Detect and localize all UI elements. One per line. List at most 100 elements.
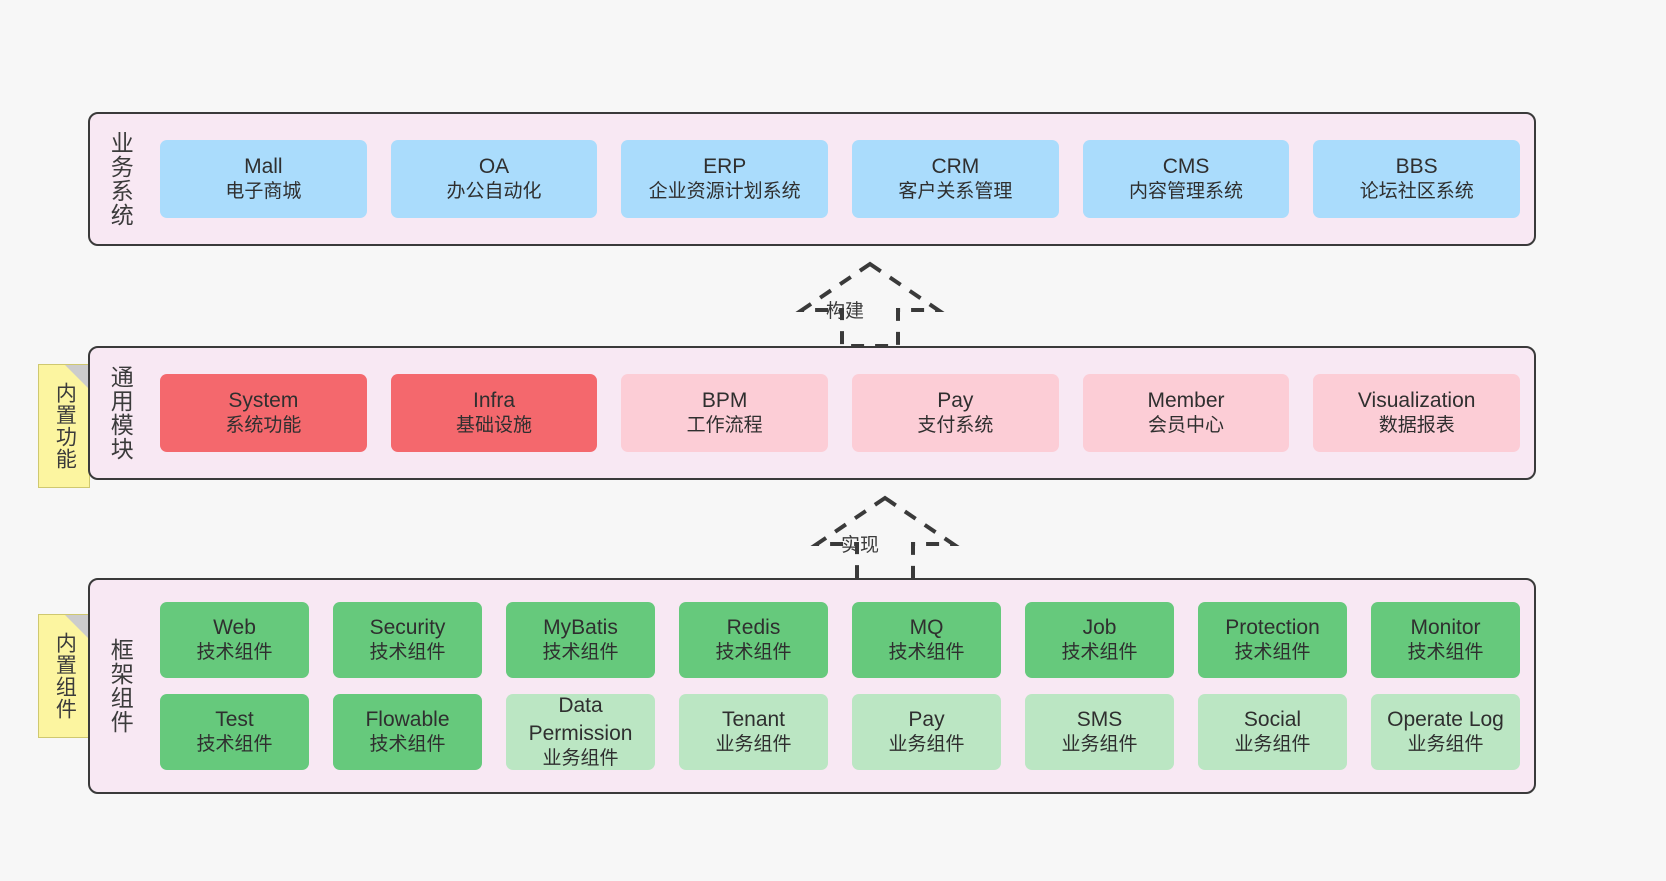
card-tenant-subtitle: 业务组件 [715,734,792,756]
card-tenant[interactable]: Tenant 业务组件 [679,694,828,770]
card-operate-log-title: Operate Log [1387,708,1504,731]
arrow-implement-label: 实现 [841,535,880,556]
sticky-note-builtin-function-label: 内置功能 [53,382,77,470]
card-security-subtitle: 技术组件 [369,642,446,664]
layer-body-common-module: System 系统功能 Infra 基础设施 BPM 工作流程 Pay 支付系统… [146,348,1534,478]
card-security[interactable]: Security 技术组件 [333,602,482,678]
card-member-title: Member [1147,389,1225,412]
card-redis-title: Redis [726,616,781,639]
card-flowable[interactable]: Flowable 技术组件 [333,694,482,770]
arrow-build: 构建 [795,258,945,350]
card-tenant-title: Tenant [721,708,786,731]
card-system-title: System [228,389,299,412]
card-pay-component-title: Pay [908,708,945,731]
card-cms[interactable]: CMS 内容管理系统 [1082,140,1290,218]
card-mybatis[interactable]: MyBatis 技术组件 [506,602,655,678]
card-crm-subtitle: 客户关系管理 [898,181,1013,203]
card-infra-subtitle: 基础设施 [456,415,533,437]
layer-body-business-system: Mall 电子商城 OA 办公自动化 ERP 企业资源计划系统 CRM 客户关系… [146,114,1534,244]
card-oa-title: OA [478,155,510,178]
card-sms-title: SMS [1076,708,1123,731]
card-erp-subtitle: 企业资源计划系统 [648,181,801,203]
layer-framework-component: 框架组件 Web 技术组件 Security 技术组件 MyBatis 技术组件… [88,578,1536,794]
card-infra[interactable]: Infra 基础设施 [390,374,598,452]
card-crm-title: CRM [931,155,980,178]
card-member[interactable]: Member 会员中心 [1082,374,1290,452]
card-pay-component[interactable]: Pay 业务组件 [852,694,1001,770]
layer-title-framework-component: 框架组件 [107,638,134,734]
layer-body-framework-component: Web 技术组件 Security 技术组件 MyBatis 技术组件 Redi… [146,580,1534,792]
card-job-subtitle: 技术组件 [1061,642,1138,664]
card-data-permission-subtitle: 业务组件 [542,747,619,769]
arrow-build-label: 构建 [826,301,865,322]
business-system-row: Mall 电子商城 OA 办公自动化 ERP 企业资源计划系统 CRM 客户关系… [160,140,1521,218]
card-visualization[interactable]: Visualization 数据报表 [1313,374,1521,452]
card-mall[interactable]: Mall 电子商城 [160,140,367,218]
card-bpm[interactable]: BPM 工作流程 [621,374,829,452]
card-infra-title: Infra [472,389,516,412]
card-operate-log-subtitle: 业务组件 [1407,734,1484,756]
card-web[interactable]: Web 技术组件 [160,602,309,678]
card-social-title: Social [1243,708,1302,731]
card-data-permission-title: Data Permission [528,694,633,745]
card-web-subtitle: 技术组件 [196,642,273,664]
card-web-title: Web [213,616,256,639]
sticky-note-builtin-function: 内置功能 [38,364,90,488]
card-data-permission[interactable]: Data Permission 业务组件 [506,694,655,770]
card-test-title: Test [215,708,254,731]
card-mall-title: Mall [244,155,283,178]
layer-common-module: 通用模块 System 系统功能 Infra 基础设施 BPM 工作流程 Pay… [88,346,1536,480]
card-protection-title: Protection [1225,616,1320,639]
card-bbs-title: BBS [1395,155,1438,178]
card-cms-title: CMS [1162,155,1210,178]
arrow-implement: 实现 [810,492,960,584]
card-mq-title: MQ [909,616,944,639]
card-erp-title: ERP [703,155,747,178]
card-bbs[interactable]: BBS 论坛社区系统 [1313,140,1521,218]
sticky-note-builtin-component-label: 内置组件 [53,632,77,720]
card-job[interactable]: Job 技术组件 [1025,602,1174,678]
card-operate-log[interactable]: Operate Log 业务组件 [1371,694,1520,770]
card-cms-subtitle: 内容管理系统 [1129,181,1244,203]
card-pay-module-title: Pay [937,389,974,412]
card-mall-subtitle: 电子商城 [225,181,302,203]
card-visualization-title: Visualization [1357,389,1476,412]
card-social[interactable]: Social 业务组件 [1198,694,1347,770]
card-sms-subtitle: 业务组件 [1061,734,1138,756]
card-system-subtitle: 系统功能 [225,415,302,437]
card-pay-module[interactable]: Pay 支付系统 [852,374,1059,452]
card-test[interactable]: Test 技术组件 [160,694,309,770]
card-flowable-subtitle: 技术组件 [369,734,446,756]
card-protection-subtitle: 技术组件 [1234,642,1311,664]
card-erp[interactable]: ERP 企业资源计划系统 [621,140,829,218]
card-flowable-title: Flowable [365,708,450,731]
card-bpm-subtitle: 工作流程 [686,415,763,437]
card-mq[interactable]: MQ 技术组件 [852,602,1001,678]
card-monitor-subtitle: 技术组件 [1407,642,1484,664]
card-oa[interactable]: OA 办公自动化 [390,140,598,218]
card-redis-subtitle: 技术组件 [715,642,792,664]
layer-business-system: 业务系统 Mall 电子商城 OA 办公自动化 ERP 企业资源计划系统 CRM… [88,112,1536,246]
common-module-row: System 系统功能 Infra 基础设施 BPM 工作流程 Pay 支付系统… [160,374,1521,452]
card-mybatis-title: MyBatis [543,616,618,639]
card-protection[interactable]: Protection 技术组件 [1198,602,1347,678]
card-bpm-title: BPM [701,389,748,412]
card-member-subtitle: 会员中心 [1148,415,1225,437]
card-monitor-title: Monitor [1410,616,1481,639]
card-security-title: Security [369,616,446,639]
card-system[interactable]: System 系统功能 [160,374,367,452]
card-pay-component-subtitle: 业务组件 [888,734,965,756]
framework-component-row-2: Test 技术组件 Flowable 技术组件 Data Permission … [160,694,1520,770]
card-monitor[interactable]: Monitor 技术组件 [1371,602,1520,678]
card-bbs-subtitle: 论坛社区系统 [1359,181,1474,203]
card-test-subtitle: 技术组件 [196,734,273,756]
card-mq-subtitle: 技术组件 [888,642,965,664]
card-redis[interactable]: Redis 技术组件 [679,602,828,678]
card-crm[interactable]: CRM 客户关系管理 [852,140,1059,218]
framework-component-row-1: Web 技术组件 Security 技术组件 MyBatis 技术组件 Redi… [160,602,1520,678]
card-job-title: Job [1082,616,1117,639]
card-visualization-subtitle: 数据报表 [1378,415,1455,437]
card-sms[interactable]: SMS 业务组件 [1025,694,1174,770]
card-oa-subtitle: 办公自动化 [446,181,542,203]
